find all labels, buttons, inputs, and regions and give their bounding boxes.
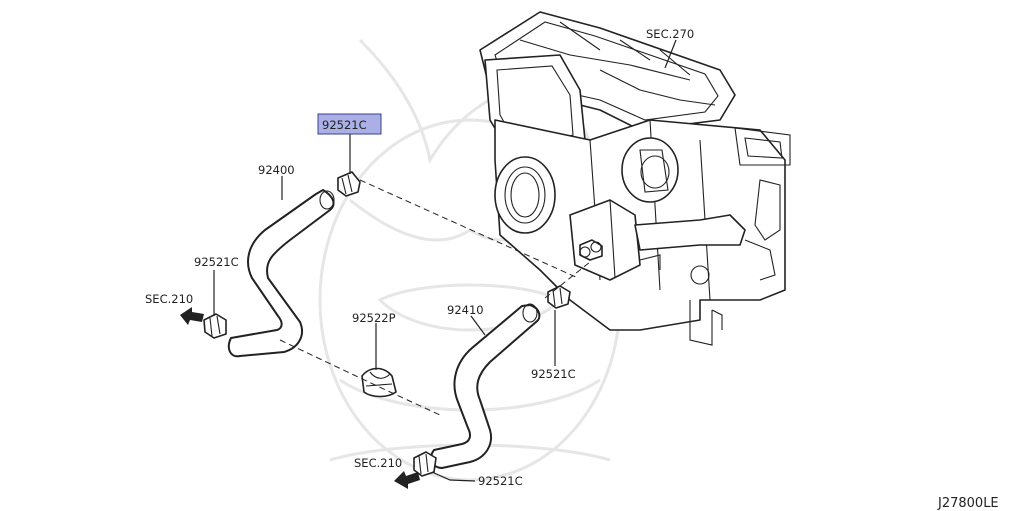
label-92410[interactable]: 92410 [447,303,484,317]
highlight-box [317,113,382,135]
hose-92410 [430,303,541,469]
left-arrow-icon [180,307,204,325]
label-92521c-bottom[interactable]: 92521C [478,474,523,488]
label-92522p[interactable]: 92522P [352,311,396,325]
hose-92400 [227,189,335,358]
label-sec-270[interactable]: SEC.270 [646,27,694,41]
clamp-92521c-bottom [413,451,437,477]
label-92521c-left[interactable]: 92521C [194,255,239,269]
dashed-guides [279,179,591,416]
left-arrow-icon [394,471,420,489]
clamp-92521c-left [203,313,227,339]
clamp-92521c-right [547,285,571,309]
heater-unit-assembly [479,11,791,346]
clamp-92521c-upper [337,171,361,197]
label-92400[interactable]: 92400 [258,163,295,177]
leader-lines [213,39,677,482]
clip-92522p [361,367,397,398]
label-sec-210-lower[interactable]: SEC.210 [354,456,402,470]
diagram-code: J27800LE [937,496,999,511]
label-92521c-highlighted[interactable]: 92521C [322,118,367,132]
label-sec-210-upper[interactable]: SEC.210 [145,292,193,306]
label-92521c-right[interactable]: 92521C [531,367,576,381]
